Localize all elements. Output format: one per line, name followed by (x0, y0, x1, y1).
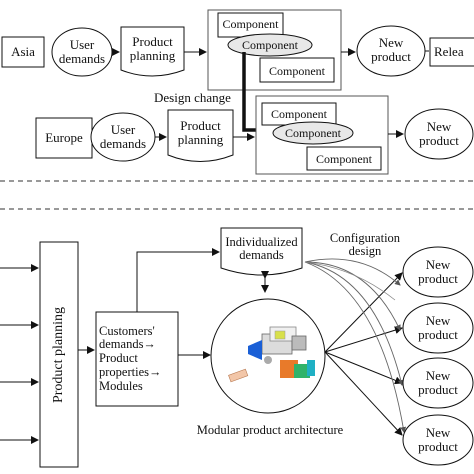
module-illustration (228, 326, 315, 383)
link-circle-newproduct-4 (324, 351, 403, 436)
customers-text: Customers' demands→ Product properties→ … (99, 323, 162, 393)
individualized-demands-label: Individualized demands (225, 234, 298, 262)
asia-user-demands-label: User demands (58, 36, 106, 66)
config-curve-2 (304, 261, 401, 331)
europe-component-3-box (306, 146, 382, 171)
europe-component-2-ellipse (272, 121, 354, 145)
europe-component-3-label: Component (316, 151, 372, 166)
link-circle-newproduct-3 (324, 351, 403, 385)
arrow-customers-individualized (136, 248, 220, 312)
europe-planning-box (167, 109, 234, 162)
asia-planning-box (120, 26, 185, 77)
design-change-label: Design change (154, 89, 231, 105)
europe-product-planning-label: Product planning (177, 117, 224, 147)
new-product-1-ellipse (402, 246, 474, 298)
asia-component-3-box (259, 57, 335, 83)
config-curve-4 (304, 261, 407, 433)
asia-component-2-ellipse (227, 33, 313, 57)
asia-product-planning-label: Product planning (129, 33, 176, 63)
asia-component-3-label: Component (269, 63, 325, 78)
europe-label: Europe (45, 129, 83, 145)
europe-new-product-label: New product (419, 118, 459, 148)
new-product-3-ellipse (402, 357, 474, 409)
europe-component-1-label: Component (271, 106, 327, 121)
release-box (429, 37, 474, 67)
link-circle-newproduct-2 (324, 326, 403, 353)
asia-component-2-label: Component (242, 37, 298, 52)
new-product-1-label: New product (418, 256, 458, 286)
configuration-design-label: Configuration design (329, 230, 401, 258)
config-curve-3 (304, 261, 404, 386)
config-curve-5 (304, 261, 396, 301)
europe-user-demands-label: User demands (99, 121, 147, 151)
asia-component-1-label: Component (222, 16, 279, 31)
new-product-4-ellipse (402, 414, 474, 466)
config-curve-1 (304, 258, 401, 286)
new-product-2-ellipse (402, 302, 474, 354)
product-planning-box (39, 241, 79, 468)
new-product-4-label: New product (418, 424, 458, 454)
europe-component-2-label: Component (285, 125, 341, 140)
asia-label: Asia (11, 43, 35, 59)
modular-architecture-caption: Modular product architecture (196, 423, 344, 438)
asia-box (1, 36, 45, 68)
new-product-2-label: New product (418, 312, 458, 342)
release-label: Relea (434, 43, 464, 59)
new-product-3-label: New product (418, 367, 458, 397)
europe-box (35, 117, 93, 159)
asia-new-product-label: New product (371, 34, 411, 64)
product-planning-label: Product planning (51, 306, 66, 404)
asia-component-1-box (217, 12, 284, 38)
europe-new-product-ellipse (404, 108, 474, 160)
customers-box (95, 311, 179, 407)
